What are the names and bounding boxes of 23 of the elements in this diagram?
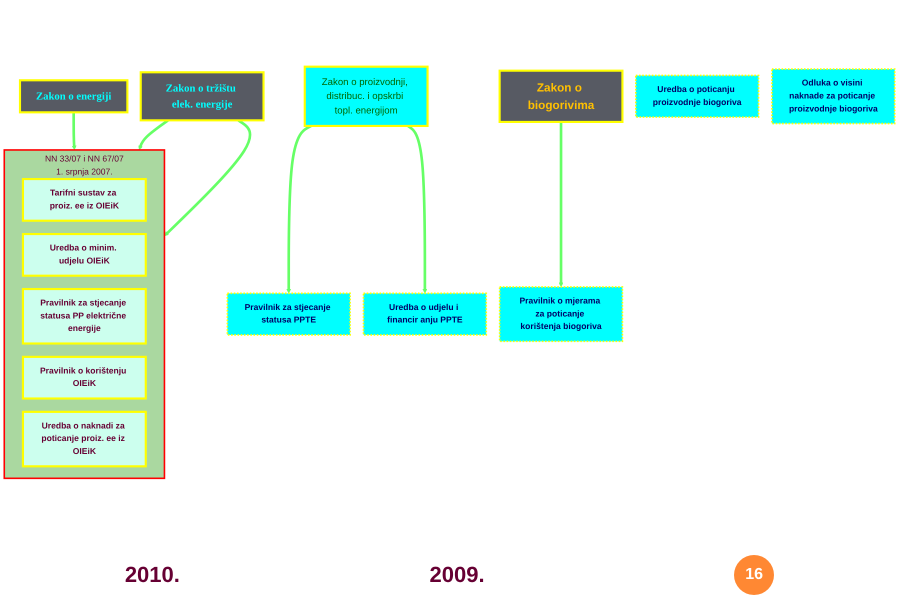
node-box: Zakon o energiji	[18, 79, 128, 114]
node-box: Pravilnik za stjecanje statusa PPTE	[226, 292, 351, 336]
arrow	[286, 124, 312, 294]
node-box: Zakon o proizvodnji, distribuc. i opskrbi topl. energijom	[304, 66, 429, 127]
arrow	[72, 112, 76, 150]
node-box: Zakon o tržištu elek. energije	[140, 71, 265, 122]
year-label: 2009.	[430, 562, 485, 588]
node-box: Uredba o udjelu i financir anju PPTE	[362, 292, 488, 336]
node-box: Odluka o visini naknade za poticanje proizvodnje biogoriva	[771, 68, 896, 124]
node-box: Uredba o minim. udjelu OIEiK	[22, 233, 147, 277]
node-box: Zakon o biogorivima	[498, 70, 624, 123]
page-number: 16	[734, 555, 774, 595]
node-box: Pravilnik o mjerama za poticanje korištenja biogoriva	[498, 286, 624, 342]
node-box: Pravilnik o korištenju OIEiK	[22, 356, 147, 400]
arrow	[138, 119, 169, 150]
node-box: Pravilnik za stjecanje statusa PP električne energije	[22, 288, 147, 345]
arrow	[164, 119, 252, 236]
node-box: Tarifni sustav za proiz. ee iz OIEiK	[22, 178, 147, 222]
arrow	[407, 124, 428, 294]
node-box: Uredba o naknadi za poticanje proiz. ee iz OIEiK	[22, 410, 147, 468]
year-label: 2010.	[124, 562, 180, 588]
arrow	[558, 122, 564, 288]
node-box: Uredba o poticanju proizvodnje biogoriva	[634, 74, 760, 118]
